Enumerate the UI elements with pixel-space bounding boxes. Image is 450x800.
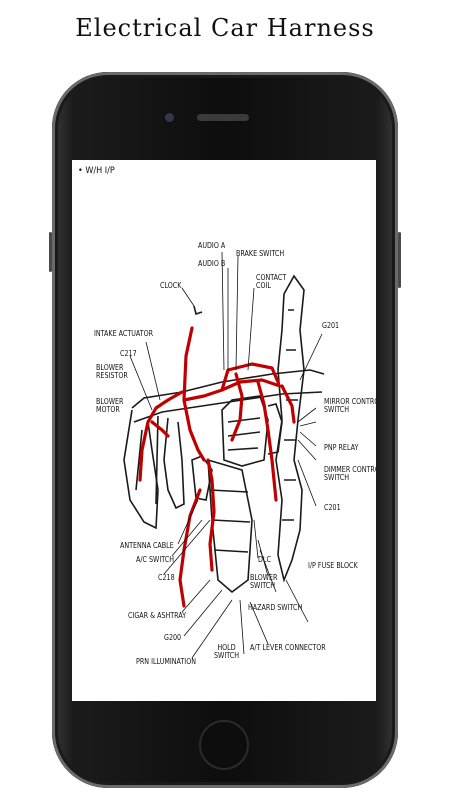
earpiece-speaker [197,114,249,121]
label-ip-fuse-block: I/P FUSE BLOCK [308,561,358,570]
label-c218: C218 [158,573,175,582]
phone-frame: • W/H I/P [49,72,401,788]
diagram-title: • W/H I/P [78,166,115,176]
home-button[interactable] [199,720,249,770]
front-camera-icon [165,113,174,122]
label-blower-motor: BLOWER MOTOR [96,397,124,414]
label-c217: C217 [120,349,137,358]
label-contact-coil: CONTACT COIL [256,273,287,290]
label-hazard-switch: HAZARD SWITCH [248,603,303,612]
phone-power-button [398,232,401,288]
label-intake-actuator: INTAKE ACTUATOR [94,329,154,338]
label-hold-switch: HOLD SWITCH [214,643,240,660]
label-dlc: DLC [258,555,271,564]
label-blower-resistor: BLOWER RESISTOR [96,363,128,380]
label-ac-switch: A/C SWITCH [136,555,174,564]
page-title: Electrical Car Harness [75,14,375,42]
dashboard-frame [123,274,325,594]
harness-diagram [123,251,325,659]
label-leader-lines [129,251,323,659]
label-pnp-relay: PNP RELAY [324,443,359,452]
label-audio-b: AUDIO B [198,259,226,268]
label-clock: CLOCK [160,281,182,290]
label-antenna-cable: ANTENNA CABLE [120,541,174,550]
phone-screen[interactable]: • W/H I/P [72,160,376,701]
label-mirror-control-switch: MIRROR CONTROL SWITCH [324,397,376,414]
label-prn-illumination: PRN ILLUMINATION [136,657,196,666]
label-at-lever-connector: A/T LEVER CONNECTOR [250,643,326,652]
label-g201-top: G201 [322,321,340,330]
phone-volume-button [49,232,52,272]
label-cigar-ashtray: CIGAR & ASHTRAY [128,611,187,620]
label-dimmer-control-switch: DIMMER CONTROL SWITCH [324,465,376,482]
label-g200: G200 [164,633,182,642]
label-blower-switch: BLOWER SWITCH [250,573,278,590]
label-brake-switch: BRAKE SWITCH [236,249,285,258]
harness-wiring [138,326,296,608]
label-audio-a: AUDIO A [198,241,226,250]
label-c201: C201 [324,503,341,512]
